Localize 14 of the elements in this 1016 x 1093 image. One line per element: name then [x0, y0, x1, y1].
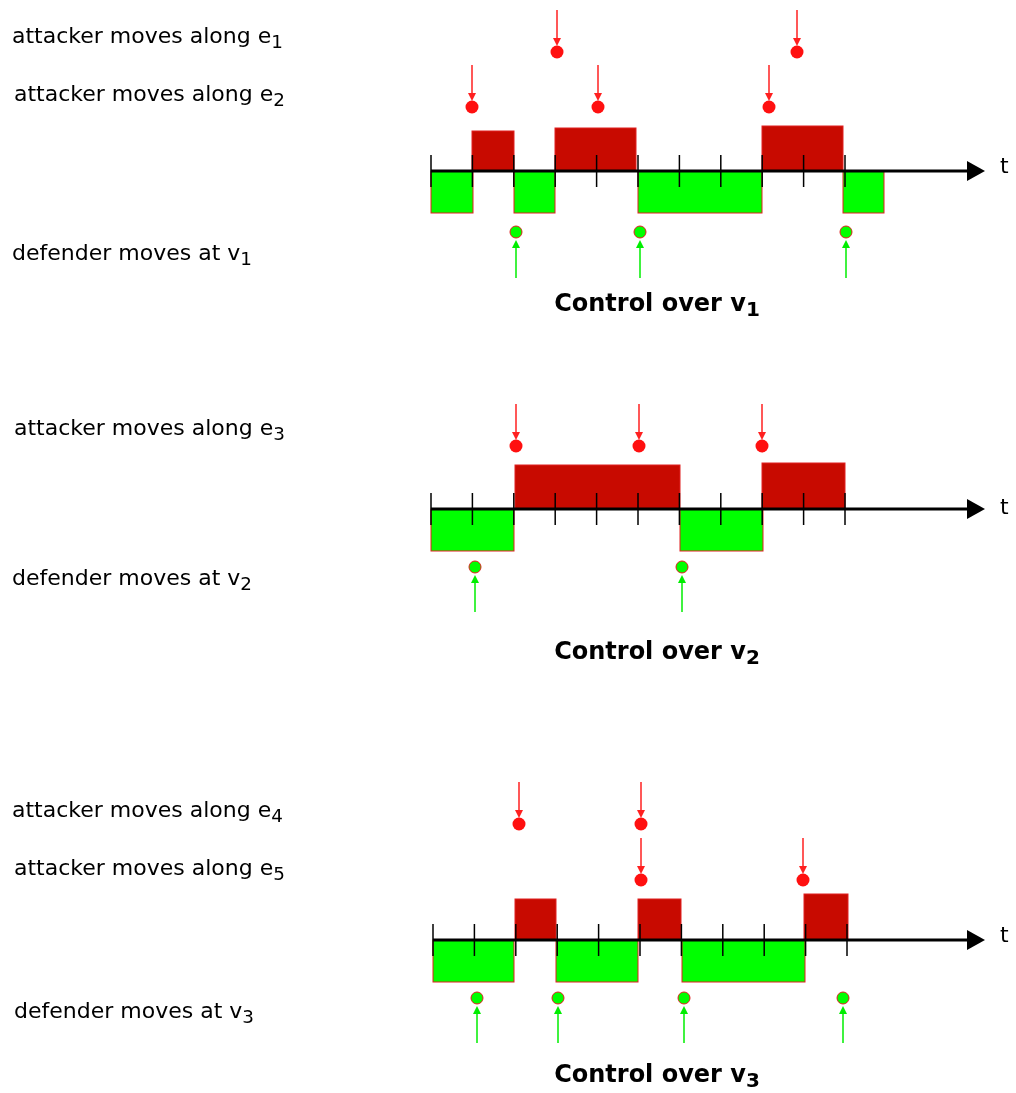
row-label: attacker moves along e$_{2}$ — [14, 80, 285, 112]
row-label: attacker moves along e$_{1}$ — [12, 22, 283, 54]
row-label: defender moves at v$_{1}$ — [12, 239, 252, 271]
panel-title: Control over v$_{2}$ — [554, 636, 760, 670]
panel-title: Control over v$_{3}$ — [554, 1059, 760, 1093]
panel-title: Control over v$_{1}$ — [554, 288, 760, 322]
axis-label: t — [1000, 921, 1009, 949]
row-label: defender moves at v$_{2}$ — [12, 564, 252, 596]
row-label: attacker moves along e$_{5}$ — [14, 854, 285, 886]
row-label: attacker moves along e$_{4}$ — [12, 796, 283, 828]
axis-label: t — [1000, 493, 1009, 521]
axis-label: t — [1000, 152, 1009, 180]
row-label: attacker moves along e$_{3}$ — [14, 414, 285, 446]
row-label: defender moves at v$_{3}$ — [14, 997, 254, 1029]
